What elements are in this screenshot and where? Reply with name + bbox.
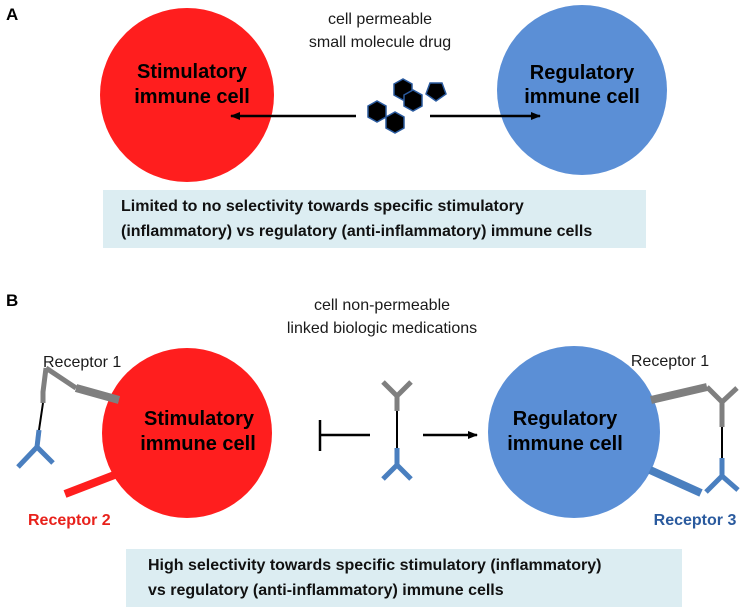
panel-b-drug-caption-line2: linked biologic medications: [287, 320, 477, 337]
panel-a-summary-line1: Limited to no selectivity towards specif…: [121, 198, 524, 215]
right-bound-antibody-icon: [704, 385, 740, 494]
receptor-2-stub: [63, 470, 119, 498]
panel-b-summary-line2: vs regulatory (anti-inflammatory) immune…: [148, 582, 504, 599]
left-bound-antibody-icon: [16, 365, 78, 469]
left-receptor-1-label: Receptor 1: [43, 354, 121, 371]
panel-b-letter: B: [6, 291, 18, 310]
free-linked-antibody-icon: [381, 380, 413, 481]
right-receptor-1-label: Receptor 1: [631, 353, 709, 370]
left-receptor-1-stub: [74, 384, 121, 404]
panel-b-summary-line1: High selectivity towards specific stimul…: [148, 557, 602, 574]
panel-a-summary-line2: (inflammatory) vs regulatory (anti-infla…: [121, 223, 593, 240]
panel-a-regulatory-cell: [497, 5, 667, 175]
panel-a-stimulatory-label-line2: immune cell: [134, 86, 250, 108]
panel-a-stimulatory-label-line1: Stimulatory: [137, 61, 248, 83]
panel-a-drug-caption-line2: small molecule drug: [309, 34, 451, 51]
panel-b-stimulatory-label-line1: Stimulatory: [144, 408, 255, 430]
panel-b-stimulatory-label-line2: immune cell: [140, 433, 256, 455]
panel-a-regulatory-label-line2: immune cell: [524, 86, 640, 108]
panel-b-summary-box: High selectivity towards specific stimul…: [126, 549, 682, 607]
panel-b-regulatory-label-line2: immune cell: [507, 433, 623, 455]
panel-a-regulatory-label-line1: Regulatory: [530, 62, 635, 84]
panel-b-stimulatory-cell: [102, 348, 272, 518]
receptor-3-label: Receptor 3: [654, 512, 737, 529]
panel-a-stimulatory-cell: [100, 8, 274, 182]
panel-b-regulatory-label-line1: Regulatory: [513, 408, 618, 430]
panel-b-drug-caption-line1: cell non-permeable: [314, 297, 450, 314]
receptor-2-label: Receptor 2: [28, 512, 111, 529]
panel-a-drug-caption-line1: cell permeable: [328, 11, 432, 28]
panel-a-letter: A: [6, 5, 18, 24]
right-receptor-1-stub: [650, 383, 708, 404]
receptor-3-stub: [648, 466, 703, 497]
panel-a-summary-box: Limited to no selectivity towards specif…: [103, 190, 646, 248]
panel-b-regulatory-cell: [488, 346, 660, 518]
small-molecule-drug-icon: [367, 78, 447, 134]
